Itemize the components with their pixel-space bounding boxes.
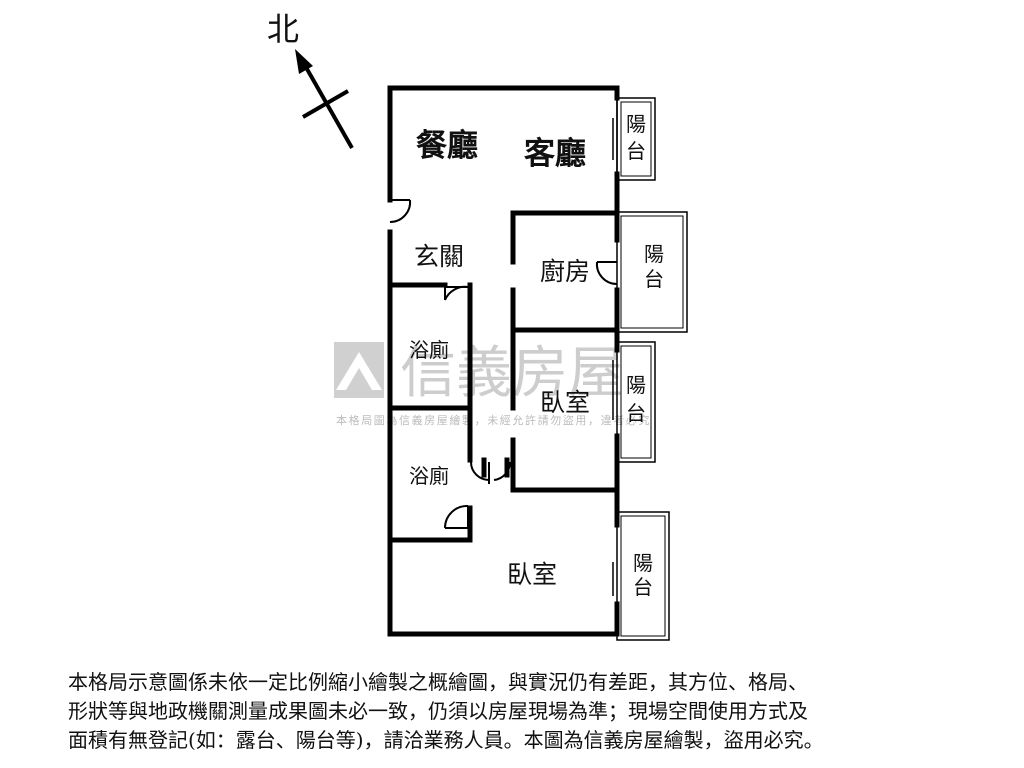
balcony-2-label: 陽: [644, 242, 664, 266]
door-entrance: [389, 199, 412, 224]
balcony-4: [612, 511, 670, 641]
balcony-1-label: 陽: [626, 112, 646, 136]
door-kitchen: [595, 261, 618, 286]
room-labels: 餐廳 客廳 玄關 廚房 浴廁 浴廁 臥室 臥室: [409, 128, 590, 589]
watermark-notice: 本格局圖為信義房屋繪製，未經允許請勿盜用，違者必究: [336, 413, 651, 427]
disclaimer-line: 本格局示意圖係未依一定比例縮小繪製之概繪圖，與實況仍有差距，其方位、格局、: [68, 670, 808, 694]
balcony-4-label: 台: [633, 575, 653, 599]
room-bath-1: 浴廁: [409, 338, 449, 362]
balcony-4-label: 陽: [633, 551, 653, 575]
disclaimer-line: 形狀等與地政機關測量成果圖未必一致，仍須以房屋現場為準；現場空間使用方式及: [68, 699, 808, 723]
watermark-logo: [334, 342, 384, 398]
balcony-labels: 陽 台 陽 台 陽 台 陽 台: [626, 112, 664, 599]
balcony-1-label: 台: [626, 139, 646, 163]
balcony-3-label: 陽: [626, 373, 646, 397]
floor-plan: 北 信義房屋 本格局圖為信義房屋繪製，未經允許請勿盜用，違者必究: [267, 10, 688, 641]
balcony-2-label: 台: [644, 267, 664, 291]
doors: [389, 199, 618, 529]
room-kitchen: 廚房: [540, 257, 590, 286]
balcony-3-label: 台: [626, 401, 646, 425]
north-arrow-cross: [301, 89, 350, 119]
room-entrance: 玄關: [414, 242, 464, 271]
balcony-1: [612, 97, 656, 181]
room-bedroom-1: 臥室: [540, 388, 590, 417]
north-arrow-head: [295, 49, 313, 74]
room-bedroom-2: 臥室: [507, 560, 557, 589]
balcony-3: [612, 341, 656, 463]
door-bath2: [443, 504, 469, 529]
door-bath1: [444, 285, 469, 301]
compass-label: 北: [267, 10, 299, 48]
disclaimer-text: 本格局示意圖係未依一定比例縮小繪製之概繪圖，與實況仍有差距，其方位、格局、 形狀…: [68, 668, 968, 755]
balcony-2: [616, 211, 688, 333]
north-arrow: 北: [267, 10, 354, 149]
room-bath-2: 浴廁: [409, 464, 449, 488]
room-living: 客廳: [524, 136, 586, 172]
watermark: 信義房屋 本格局圖為信義房屋繪製，未經允許請勿盜用，違者必究: [334, 341, 651, 427]
balconies: [612, 97, 688, 641]
door-corridor-left: [470, 461, 490, 484]
door-corridor-right: [493, 461, 512, 481]
room-dining: 餐廳: [416, 128, 478, 164]
disclaimer-line: 面積有無登記(如：露台、陽台等)，請洽業務人員。本圖為信義房屋繪製，盜用必究。: [68, 728, 824, 752]
